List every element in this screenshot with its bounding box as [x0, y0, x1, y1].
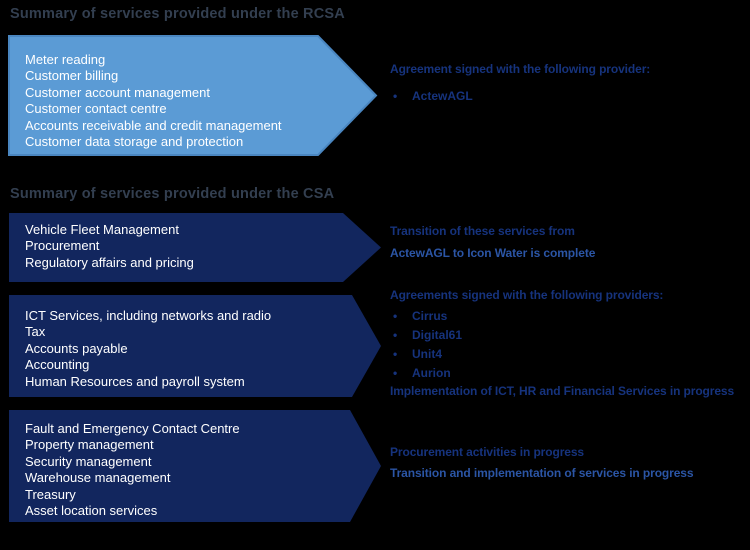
service-item: Treasury [25, 486, 76, 502]
rcsa-annotation-header: Agreement signed with the following prov… [390, 62, 651, 76]
csa-contracted-service-list: ICT Services, including networks and rad… [25, 308, 271, 390]
csa-transition-service-list: Vehicle Fleet Management Procurement Reg… [25, 222, 194, 271]
csa-in-progress-arrow: Fault and Emergency Contact Centre Prope… [8, 409, 382, 523]
csa-in-progress-service-list: Fault and Emergency Contact Centre Prope… [25, 421, 240, 519]
service-item: Customer contact centre [25, 101, 167, 117]
provider-bullet-item: Cirrus [390, 309, 462, 328]
rcsa-services-arrow: Meter reading Customer billing Customer … [8, 35, 378, 156]
arrow-right-shape [9, 213, 381, 282]
service-item: Procurement [25, 238, 100, 254]
section-title-csa: Summary of services provided under the C… [10, 186, 335, 202]
csa-transition-note-line2: ActewAGL to Icon Water is complete [390, 246, 596, 260]
csa-transition-implementation-note: Transition and implementation of service… [390, 466, 694, 480]
provider-bullet-item: Unit4 [390, 347, 462, 366]
csa-implementation-note: Implementation of ICT, HR and Financial … [390, 384, 735, 398]
service-item: Property management [25, 437, 154, 453]
csa-transition-arrow: Vehicle Fleet Management Procurement Reg… [8, 212, 382, 283]
provider-bullet-item: Digital61 [390, 328, 462, 347]
service-item: Customer data storage and protection [25, 134, 244, 150]
service-item: Warehouse management [25, 470, 171, 486]
service-item: ICT Services, including networks and rad… [25, 308, 272, 323]
section-title-rcsa: Summary of services provided under the R… [10, 6, 345, 22]
csa-procurement-note: Procurement activities in progress [390, 445, 585, 459]
service-item: Vehicle Fleet Management [25, 222, 179, 237]
service-item: Security management [25, 453, 152, 469]
service-item: Customer billing [25, 68, 119, 84]
csa-providers-header: Agreements signed with the following pro… [390, 288, 664, 302]
csa-contracted-arrow: ICT Services, including networks and rad… [8, 294, 382, 398]
service-item: Tax [25, 324, 46, 340]
service-item: Regulatory affairs and pricing [25, 254, 194, 270]
service-item: Accounting [25, 357, 90, 373]
service-item: Meter reading [25, 52, 106, 67]
service-item: Customer account management [25, 84, 210, 100]
arrow-right-shape [9, 295, 381, 397]
service-item: Asset location services [25, 503, 158, 519]
rcsa-service-list: Meter reading Customer billing Customer … [25, 52, 282, 150]
rcsa-provider-list: ActewAGL [390, 89, 473, 108]
service-item: Human Resources and payroll system [25, 373, 245, 389]
csa-provider-list: Cirrus Digital61 Unit4 Aurion [390, 309, 462, 385]
service-item: Accounts receivable and credit managemen… [25, 117, 282, 133]
arrow-right-shape [8, 35, 378, 156]
provider-bullet-item: ActewAGL [390, 89, 473, 108]
provider-bullet-item: Aurion [390, 366, 462, 385]
service-item: Accounts payable [25, 340, 128, 356]
csa-transition-note-line1: Transition of these services from [390, 224, 575, 238]
arrow-right-shape [9, 410, 381, 522]
service-item: Fault and Emergency Contact Centre [25, 421, 240, 436]
